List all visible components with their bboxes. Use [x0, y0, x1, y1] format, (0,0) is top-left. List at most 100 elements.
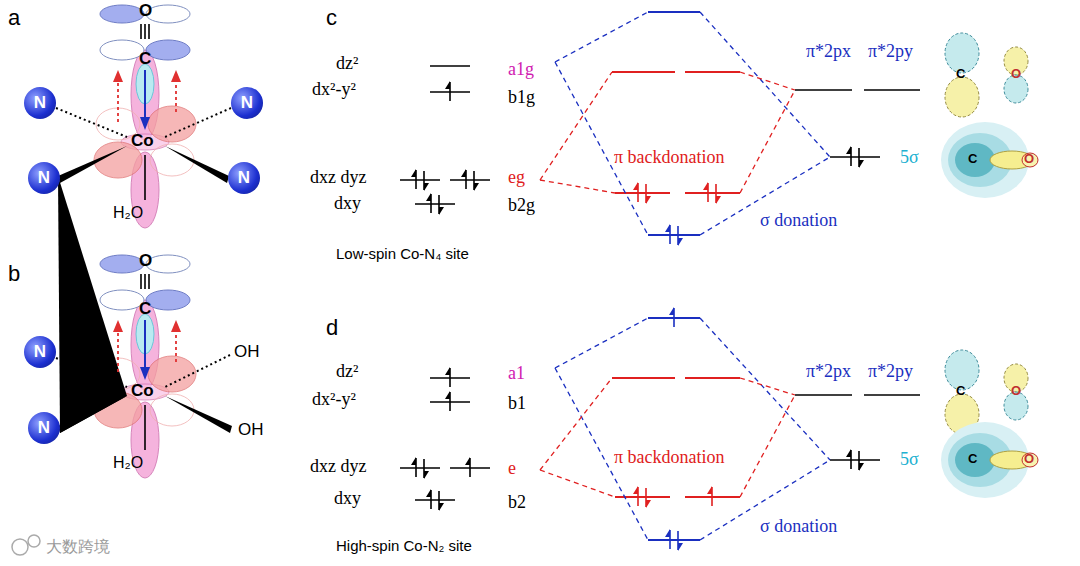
atom-label: O — [1011, 384, 1021, 398]
panel-letter: b — [8, 262, 20, 286]
level-line — [450, 179, 490, 181]
correlation-line — [540, 378, 612, 470]
atom-label: O — [1011, 67, 1021, 81]
site-caption: Low-spin Co-N₄ site — [336, 246, 469, 263]
level-line — [685, 377, 740, 379]
atom-circle: N — [28, 412, 60, 444]
electron-head — [665, 224, 670, 232]
level-line — [612, 71, 675, 73]
mo-label: π*2py — [868, 42, 913, 62]
atom-circle: N — [28, 162, 60, 194]
level-line — [648, 539, 700, 541]
watermark-icon — [12, 539, 28, 555]
atom-circle: N — [24, 336, 56, 368]
panel-letter: d — [326, 316, 338, 340]
symmetry-label: eg — [508, 168, 525, 188]
atom-label: C — [139, 50, 151, 69]
electron-head — [445, 81, 450, 89]
orbital-label: dxz dyz — [310, 457, 366, 477]
ligand-label: H₂O — [113, 454, 143, 472]
electron-head — [445, 367, 450, 375]
bond-wedge — [165, 146, 229, 183]
bond — [148, 274, 150, 289]
electron-head — [646, 500, 651, 508]
sigma-orbital — [1022, 153, 1038, 167]
backdonation-arrow — [175, 332, 177, 362]
atom-symbol: N — [38, 418, 50, 438]
orbital-label: dxz dyz — [310, 168, 366, 188]
electron-head — [426, 489, 431, 497]
bond-type-label: σ donation — [760, 211, 837, 231]
atom-symbol: N — [34, 93, 46, 113]
level-line — [415, 499, 455, 501]
correlation-line — [740, 90, 795, 193]
backdonation-arrow — [117, 332, 119, 372]
electron-head — [424, 183, 429, 191]
sigma-orbital — [1022, 453, 1038, 467]
symmetry-label: b2 — [508, 493, 526, 513]
level-line — [400, 179, 440, 181]
electron-head — [859, 160, 864, 168]
pi-lobe — [100, 255, 144, 273]
panel-letter: a — [8, 6, 20, 30]
level-line — [864, 394, 920, 396]
electron-head — [633, 182, 638, 190]
atom-label: O — [1024, 152, 1034, 166]
electron-head — [716, 196, 721, 204]
watermark-icon — [28, 535, 40, 547]
bond — [144, 274, 146, 289]
bond-wedge — [165, 396, 232, 433]
electron-head — [669, 307, 674, 315]
electron-head — [411, 457, 416, 465]
atom-label: O — [1024, 452, 1034, 466]
electron-head — [678, 543, 683, 551]
electron-head — [707, 486, 712, 494]
level-line — [685, 71, 740, 73]
bond-type-label: π backdonation — [614, 448, 725, 468]
correlation-line — [740, 395, 795, 497]
dxz-lobe — [150, 144, 194, 176]
panel-letter: c — [326, 6, 337, 30]
bond-wedge — [58, 396, 127, 433]
dxz-lobe — [148, 356, 196, 392]
arrow-head — [171, 320, 181, 332]
electron-head — [424, 471, 429, 479]
bond-type-label: π backdonation — [614, 148, 725, 168]
electron-head — [665, 529, 670, 537]
pi-lobe — [100, 40, 144, 60]
level-line — [615, 192, 670, 194]
atom-circle: N — [24, 87, 56, 119]
symmetry-label: a1 — [508, 364, 525, 384]
arrow-head — [140, 367, 150, 380]
correlation-line — [540, 180, 615, 193]
watermark: 大数跨境 — [46, 538, 110, 556]
electron-head — [439, 207, 444, 215]
atom-circle: N — [231, 87, 263, 119]
orbital-label: dxy — [334, 489, 361, 509]
orbital-label: dz² — [336, 54, 358, 74]
electron-head — [846, 146, 851, 154]
level-line — [795, 394, 852, 396]
atom-label: Co — [131, 382, 154, 401]
dxz-lobe — [150, 394, 194, 426]
bond — [165, 355, 230, 387]
atom-symbol: N — [38, 168, 50, 188]
level-line — [864, 89, 920, 91]
ligand-label: OH — [238, 421, 264, 440]
donation-arrow — [144, 320, 146, 368]
atom-label: O — [139, 2, 152, 21]
symmetry-label: e — [508, 459, 516, 479]
correlation-line — [555, 318, 648, 368]
pi-lobe — [146, 40, 190, 60]
bond — [144, 24, 146, 39]
bond — [148, 24, 150, 39]
atom-label: C — [968, 452, 977, 466]
orbital-label: dx²-y² — [312, 80, 356, 100]
atom-label: O — [139, 252, 152, 271]
symmetry-label: b1 — [508, 394, 526, 414]
correlation-line — [540, 470, 615, 497]
bond — [56, 108, 127, 137]
atom-circle: N — [228, 162, 260, 194]
